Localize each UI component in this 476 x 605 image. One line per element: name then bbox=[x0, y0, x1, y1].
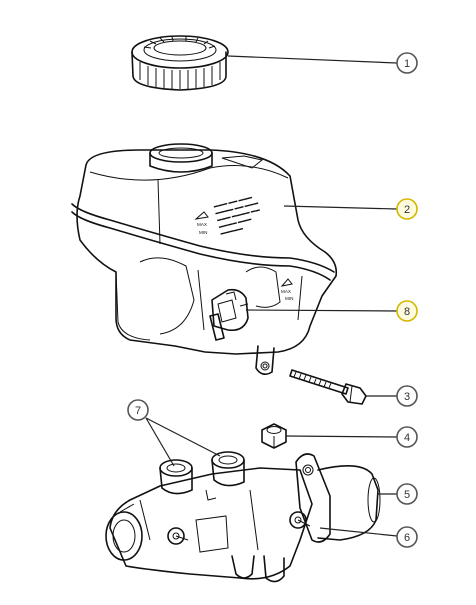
mounting-nut bbox=[261, 423, 287, 449]
callout-4: 4 bbox=[396, 426, 418, 448]
svg-text:1: 1 bbox=[404, 58, 410, 70]
master-cylinder-body bbox=[105, 451, 381, 583]
callout-2: 2 bbox=[396, 198, 418, 220]
svg-text:▬▬▬▬▬: ▬▬▬▬▬ bbox=[220, 225, 244, 236]
reservoir-body: ▬▬▬ ▬▬ ▬▬▬ ▬▬▬▬ ▬▬ ▬▬▬ ▬▬▬ ▬▬▬▬ ▬▬ ▬▬▬▬ … bbox=[71, 143, 338, 376]
callout-7: 7 bbox=[127, 399, 149, 421]
svg-text:3: 3 bbox=[404, 391, 410, 403]
svg-text:4: 4 bbox=[404, 432, 410, 444]
callout-1: 1 bbox=[396, 52, 418, 74]
min-mark-right: MIN bbox=[285, 296, 293, 301]
fluid-level-sensor bbox=[209, 288, 249, 341]
max-mark-right: MAX bbox=[281, 289, 291, 294]
reservoir-level-marks: MAX MIN MAX MIN bbox=[194, 211, 293, 301]
callout-6: 6 bbox=[396, 526, 418, 548]
svg-text:6: 6 bbox=[404, 532, 410, 544]
mounting-bolt bbox=[289, 369, 367, 405]
callout-8: 8 bbox=[396, 300, 418, 322]
svg-text:8: 8 bbox=[404, 306, 410, 318]
min-mark-left: MIN bbox=[199, 230, 207, 235]
callout-leaders bbox=[145, 55, 398, 537]
callout-3: 3 bbox=[396, 385, 418, 407]
svg-text:5: 5 bbox=[404, 489, 410, 501]
svg-text:2: 2 bbox=[404, 204, 410, 216]
max-mark-left: MAX bbox=[197, 222, 207, 227]
callout-5: 5 bbox=[396, 483, 418, 505]
reservoir-cap bbox=[131, 35, 229, 91]
svg-text:7: 7 bbox=[135, 405, 141, 417]
